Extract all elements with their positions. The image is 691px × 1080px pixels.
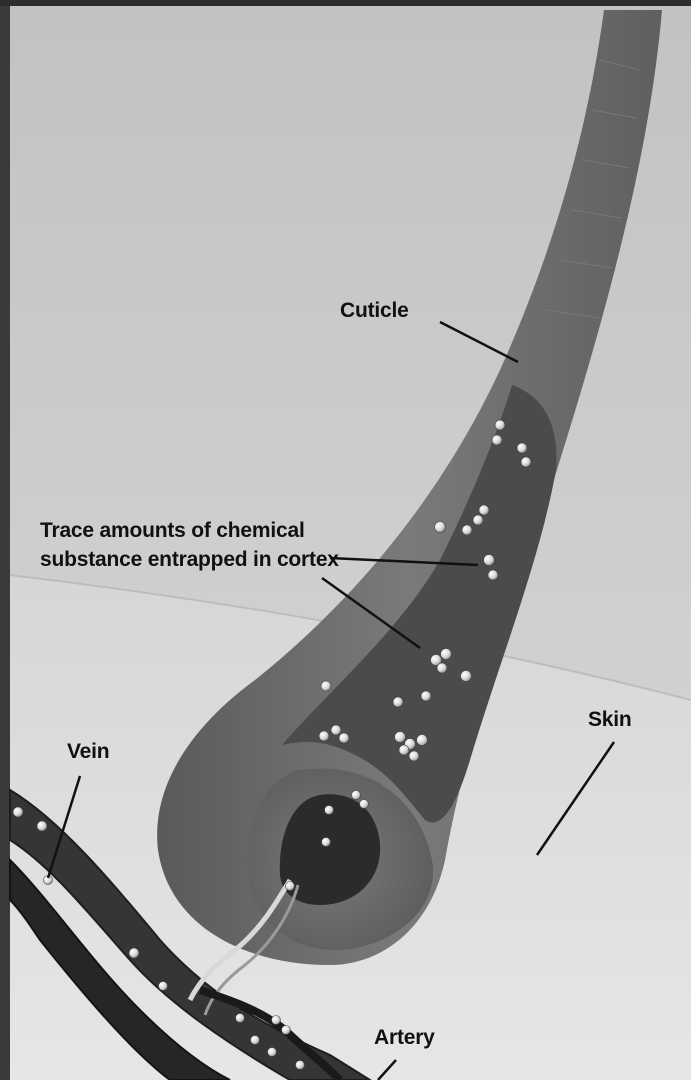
label-trace-chemical: Trace amounts of chemical substance entra…	[40, 516, 339, 574]
label-artery: Artery	[374, 1024, 435, 1051]
label-vein: Vein	[67, 738, 109, 765]
label-trace-line-1: Trace amounts of chemical	[40, 519, 305, 542]
label-cuticle: Cuticle	[340, 297, 409, 324]
label-skin: Skin	[588, 706, 632, 733]
label-trace-line-2: substance entrapped in cortex	[40, 548, 339, 571]
top-border-strip	[0, 0, 691, 6]
left-border-strip	[0, 0, 10, 1080]
